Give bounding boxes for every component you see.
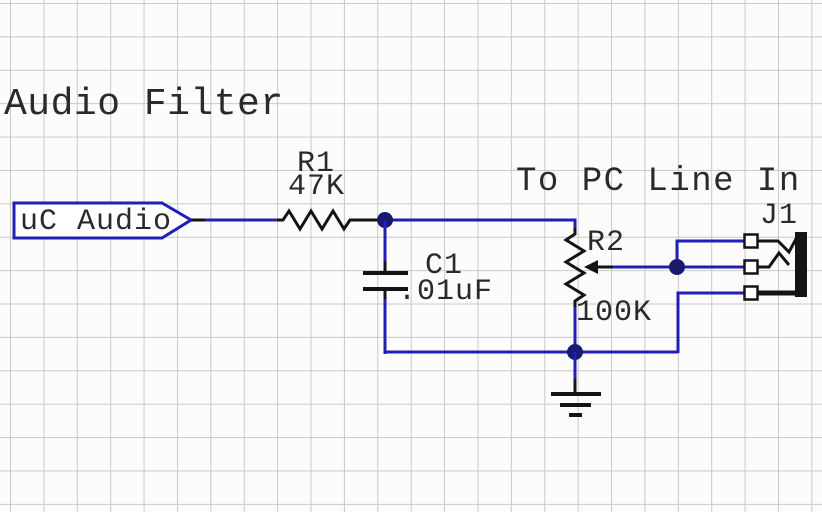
net-label-to-pc-line-in: To PC Line In (516, 163, 801, 201)
wire-r1-to-r2 (378, 218, 577, 229)
r2-ref-label: R2 (587, 226, 626, 260)
potentiometer-r2-symbol (563, 228, 587, 308)
jack-j1-pin1-square (743, 233, 759, 249)
r2-wiper-arrow (584, 260, 598, 274)
c1-ref-label: C1 (425, 249, 464, 283)
wire-jack-sleeve-to-ground (676, 291, 745, 353)
jack-j1-body (795, 232, 807, 297)
jack-j1-pin3-square (743, 285, 759, 301)
c1-value-label: .01uF (398, 275, 494, 309)
jack-j1-tip-contact (758, 236, 799, 255)
r1-ref-label: R1 (297, 147, 336, 181)
r1-value-label: 47K (288, 170, 346, 204)
j1-ref-label: J1 (760, 199, 799, 233)
r2-value-label: 100K (576, 296, 653, 330)
wire-wiper-to-jack-top (675, 239, 745, 267)
jack-j1-ring-contact (758, 250, 791, 269)
uc-audio-port-label: uC Audio (20, 205, 173, 239)
resistor-r1-symbol (277, 208, 378, 232)
jack-j1-pin2-square (743, 259, 759, 275)
uc-audio-port-shape (12, 201, 194, 240)
schematic-title: Audio Filter (4, 83, 284, 126)
junction-dot-wiper (669, 259, 685, 275)
